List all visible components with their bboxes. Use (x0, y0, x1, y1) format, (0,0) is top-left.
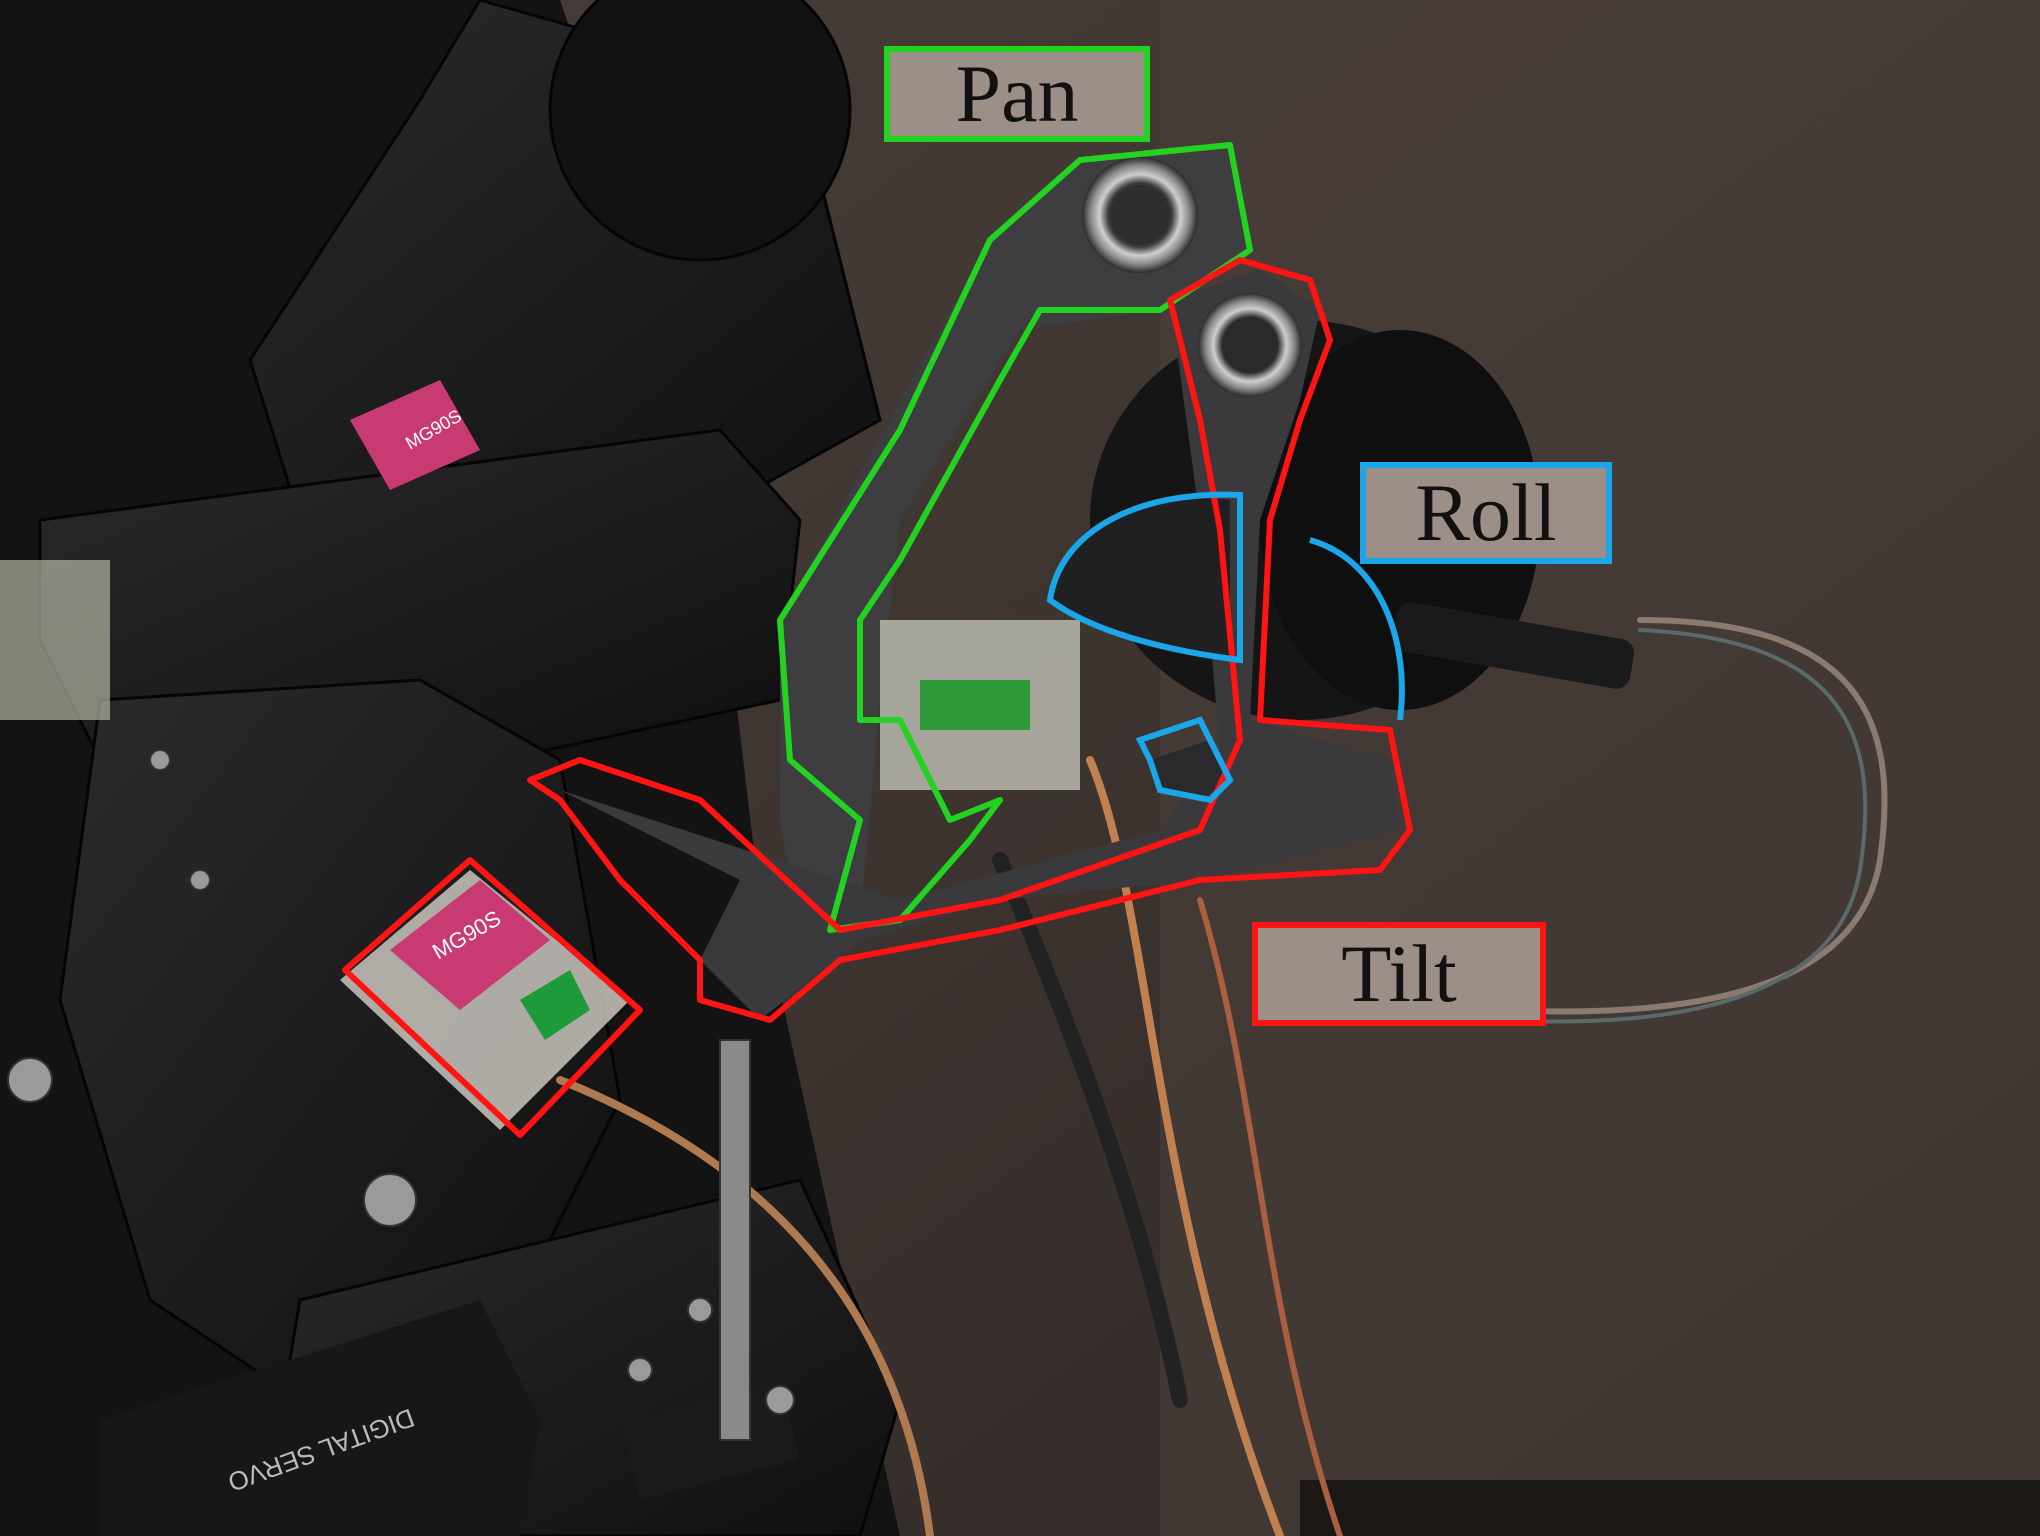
roll-outline (1046, 491, 1243, 664)
tilt-label: Tilt (1252, 922, 1546, 1026)
pan-label: Pan (884, 46, 1150, 142)
roll-clip (1150, 740, 1230, 800)
tilt-label-text: Tilt (1341, 928, 1457, 1019)
tilt-outline (527, 257, 1413, 1023)
servo-rear: MG90S (350, 380, 480, 490)
screws (7, 749, 795, 1441)
pan-arm-part (780, 150, 1250, 930)
roll-label-text: Roll (1415, 467, 1557, 558)
base-servo: DIGITAL SERVO (100, 1300, 800, 1536)
tilt-servo-outline (342, 857, 643, 1138)
servo-left-clear (0, 560, 110, 720)
servo-front: MG90S (340, 870, 630, 1130)
roll-half-disc (1050, 498, 1230, 660)
roll-clip-outline (1135, 716, 1234, 804)
pan-label-text: Pan (955, 48, 1079, 139)
roll-label: Roll (1360, 462, 1612, 564)
roll-disc-outline (1309, 537, 1405, 721)
servo-center (880, 620, 1080, 790)
table-edge (1300, 1480, 2040, 1536)
